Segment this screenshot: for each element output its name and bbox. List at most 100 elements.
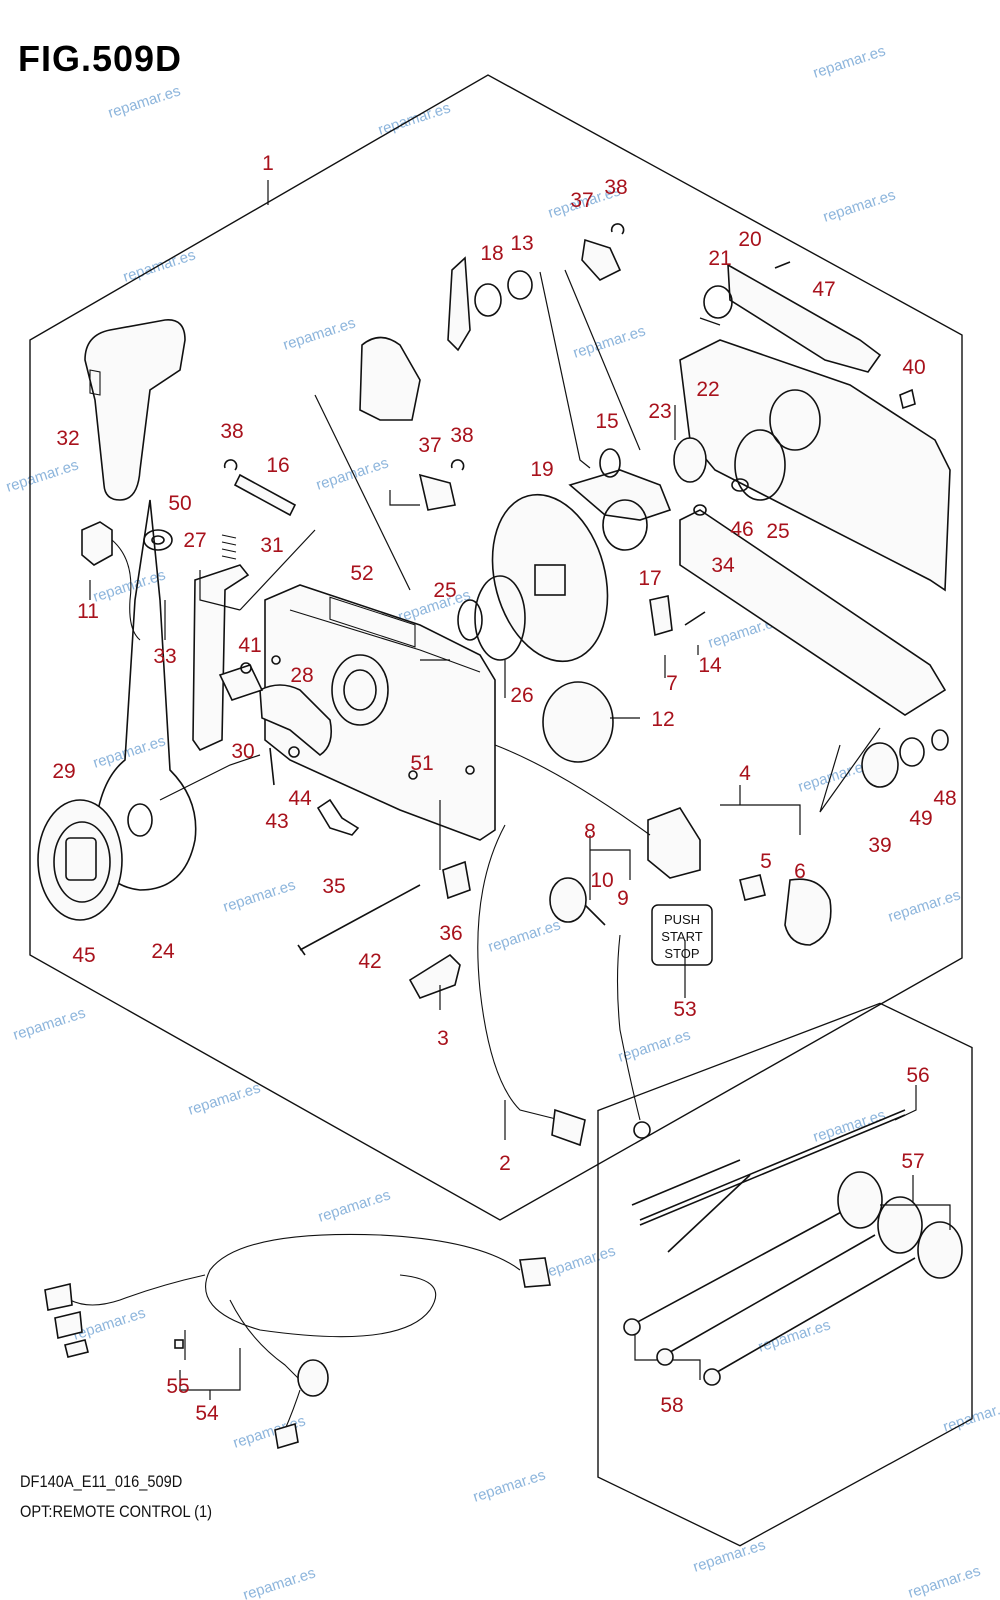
push-label-line-3: STOP <box>664 946 699 961</box>
stop-switch-shaft <box>584 904 606 926</box>
watermark: repamar.es <box>281 314 358 353</box>
handle-cover <box>37 799 123 921</box>
screw-head <box>297 944 306 956</box>
callout-14: 14 <box>698 654 722 677</box>
harness-connector <box>551 1108 586 1147</box>
control-housing <box>264 584 496 841</box>
circlip-38 <box>610 223 625 235</box>
spring <box>221 534 237 560</box>
pin <box>233 473 297 517</box>
callout-9: 9 <box>617 887 629 910</box>
push-label-line-2: START <box>661 929 702 944</box>
plate <box>218 664 264 701</box>
washer-13 <box>507 270 533 300</box>
callout-15: 15 <box>595 410 618 433</box>
nut <box>288 746 300 758</box>
pin-37b <box>418 473 456 511</box>
callout-45: 45 <box>72 944 95 967</box>
washer-34 <box>693 504 707 516</box>
figure-title: FIG.509D <box>18 38 183 79</box>
callout-1: 1 <box>262 152 274 175</box>
collar-18 <box>474 283 502 317</box>
callout-24: 24 <box>151 940 175 963</box>
harness-cable <box>477 824 561 1121</box>
shaft-15 <box>599 448 621 478</box>
callout-51: 51 <box>410 752 433 775</box>
callout-48: 48 <box>933 787 956 810</box>
callout-58: 58 <box>660 1394 683 1417</box>
ring <box>474 575 526 661</box>
watermark: repamar.es <box>811 42 888 81</box>
callout-7: 7 <box>666 672 678 695</box>
callout-2: 2 <box>499 1152 511 1175</box>
callout-8: 8 <box>584 820 596 843</box>
cam <box>568 469 672 521</box>
nut-48 <box>931 729 949 751</box>
callout-26: 26 <box>510 684 533 707</box>
bracket <box>192 564 250 752</box>
callout-6: 6 <box>794 860 806 883</box>
push-start-stop-label: PUSH START STOP <box>651 904 713 966</box>
cable-plate <box>408 953 461 999</box>
pin-37 <box>581 238 622 281</box>
watermark: repamar.es <box>691 1536 768 1575</box>
ring-25 <box>457 599 483 641</box>
callout-23: 23 <box>648 400 671 423</box>
callout-55: 55 <box>166 1375 189 1398</box>
callout-25a: 25 <box>766 520 789 543</box>
shift-lever <box>727 263 882 373</box>
stopper <box>359 336 421 421</box>
wiring-harness <box>44 1233 551 1450</box>
callout-13: 13 <box>510 232 533 255</box>
callout-22: 22 <box>696 378 719 401</box>
watermark: repamar.es <box>221 876 298 915</box>
key-switch-wire <box>494 744 651 836</box>
callout-25b: 25 <box>433 579 456 602</box>
callout-11: 11 <box>77 600 99 623</box>
watermark: repamar.es <box>186 1079 263 1118</box>
figure-caption: OPT:REMOTE CONTROL (1) <box>20 1502 212 1521</box>
callout-50: 50 <box>168 492 191 515</box>
callout-41: 41 <box>238 634 261 657</box>
callout-46: 46 <box>730 518 753 541</box>
neutral-switch <box>649 595 673 637</box>
watermark: repamar.es <box>541 1242 618 1281</box>
key-switch <box>647 807 701 879</box>
screw-14 <box>684 611 706 626</box>
boss <box>673 437 707 483</box>
washer-hole <box>151 535 165 545</box>
callout-28: 28 <box>290 664 313 687</box>
watermark: repamar.es <box>71 1304 148 1343</box>
callout-43: 43 <box>265 810 288 833</box>
callout-16: 16 <box>266 454 289 477</box>
callout-31: 31 <box>260 534 283 557</box>
stop-switch <box>549 877 587 923</box>
callout-56: 56 <box>906 1064 929 1087</box>
cam-ring-17 <box>602 499 648 551</box>
callout-42: 42 <box>358 950 381 973</box>
callout-29: 29 <box>52 760 75 783</box>
watermark: repamar.es <box>941 1396 1000 1435</box>
watermark: repamar.es <box>106 82 183 121</box>
callout-3: 3 <box>437 1027 449 1050</box>
push-label-line-1: PUSH <box>664 912 700 927</box>
trim-switch <box>81 521 113 566</box>
callout-37a: 37 <box>570 189 593 212</box>
lanyard-clip <box>633 1121 651 1139</box>
callout-17: 17 <box>638 567 661 590</box>
control-handle-grip <box>84 319 186 501</box>
callout-numbers: 1 2 3 4 5 6 7 8 9 10 11 12 13 14 15 16 1… <box>52 152 956 1425</box>
callout-30: 30 <box>231 740 254 763</box>
callout-47: 47 <box>812 278 835 301</box>
leader-lines <box>89 180 917 1400</box>
washer-49 <box>899 737 925 767</box>
callout-19: 19 <box>530 458 553 481</box>
long-screw <box>299 884 421 951</box>
lanyard-cord <box>616 934 641 1121</box>
callout-5: 5 <box>760 850 772 873</box>
watermark-layer: repamar.es repamar.es repamar.es repamar… <box>4 42 1000 1600</box>
watermark: repamar.es <box>91 732 168 771</box>
callout-57: 57 <box>901 1150 924 1173</box>
